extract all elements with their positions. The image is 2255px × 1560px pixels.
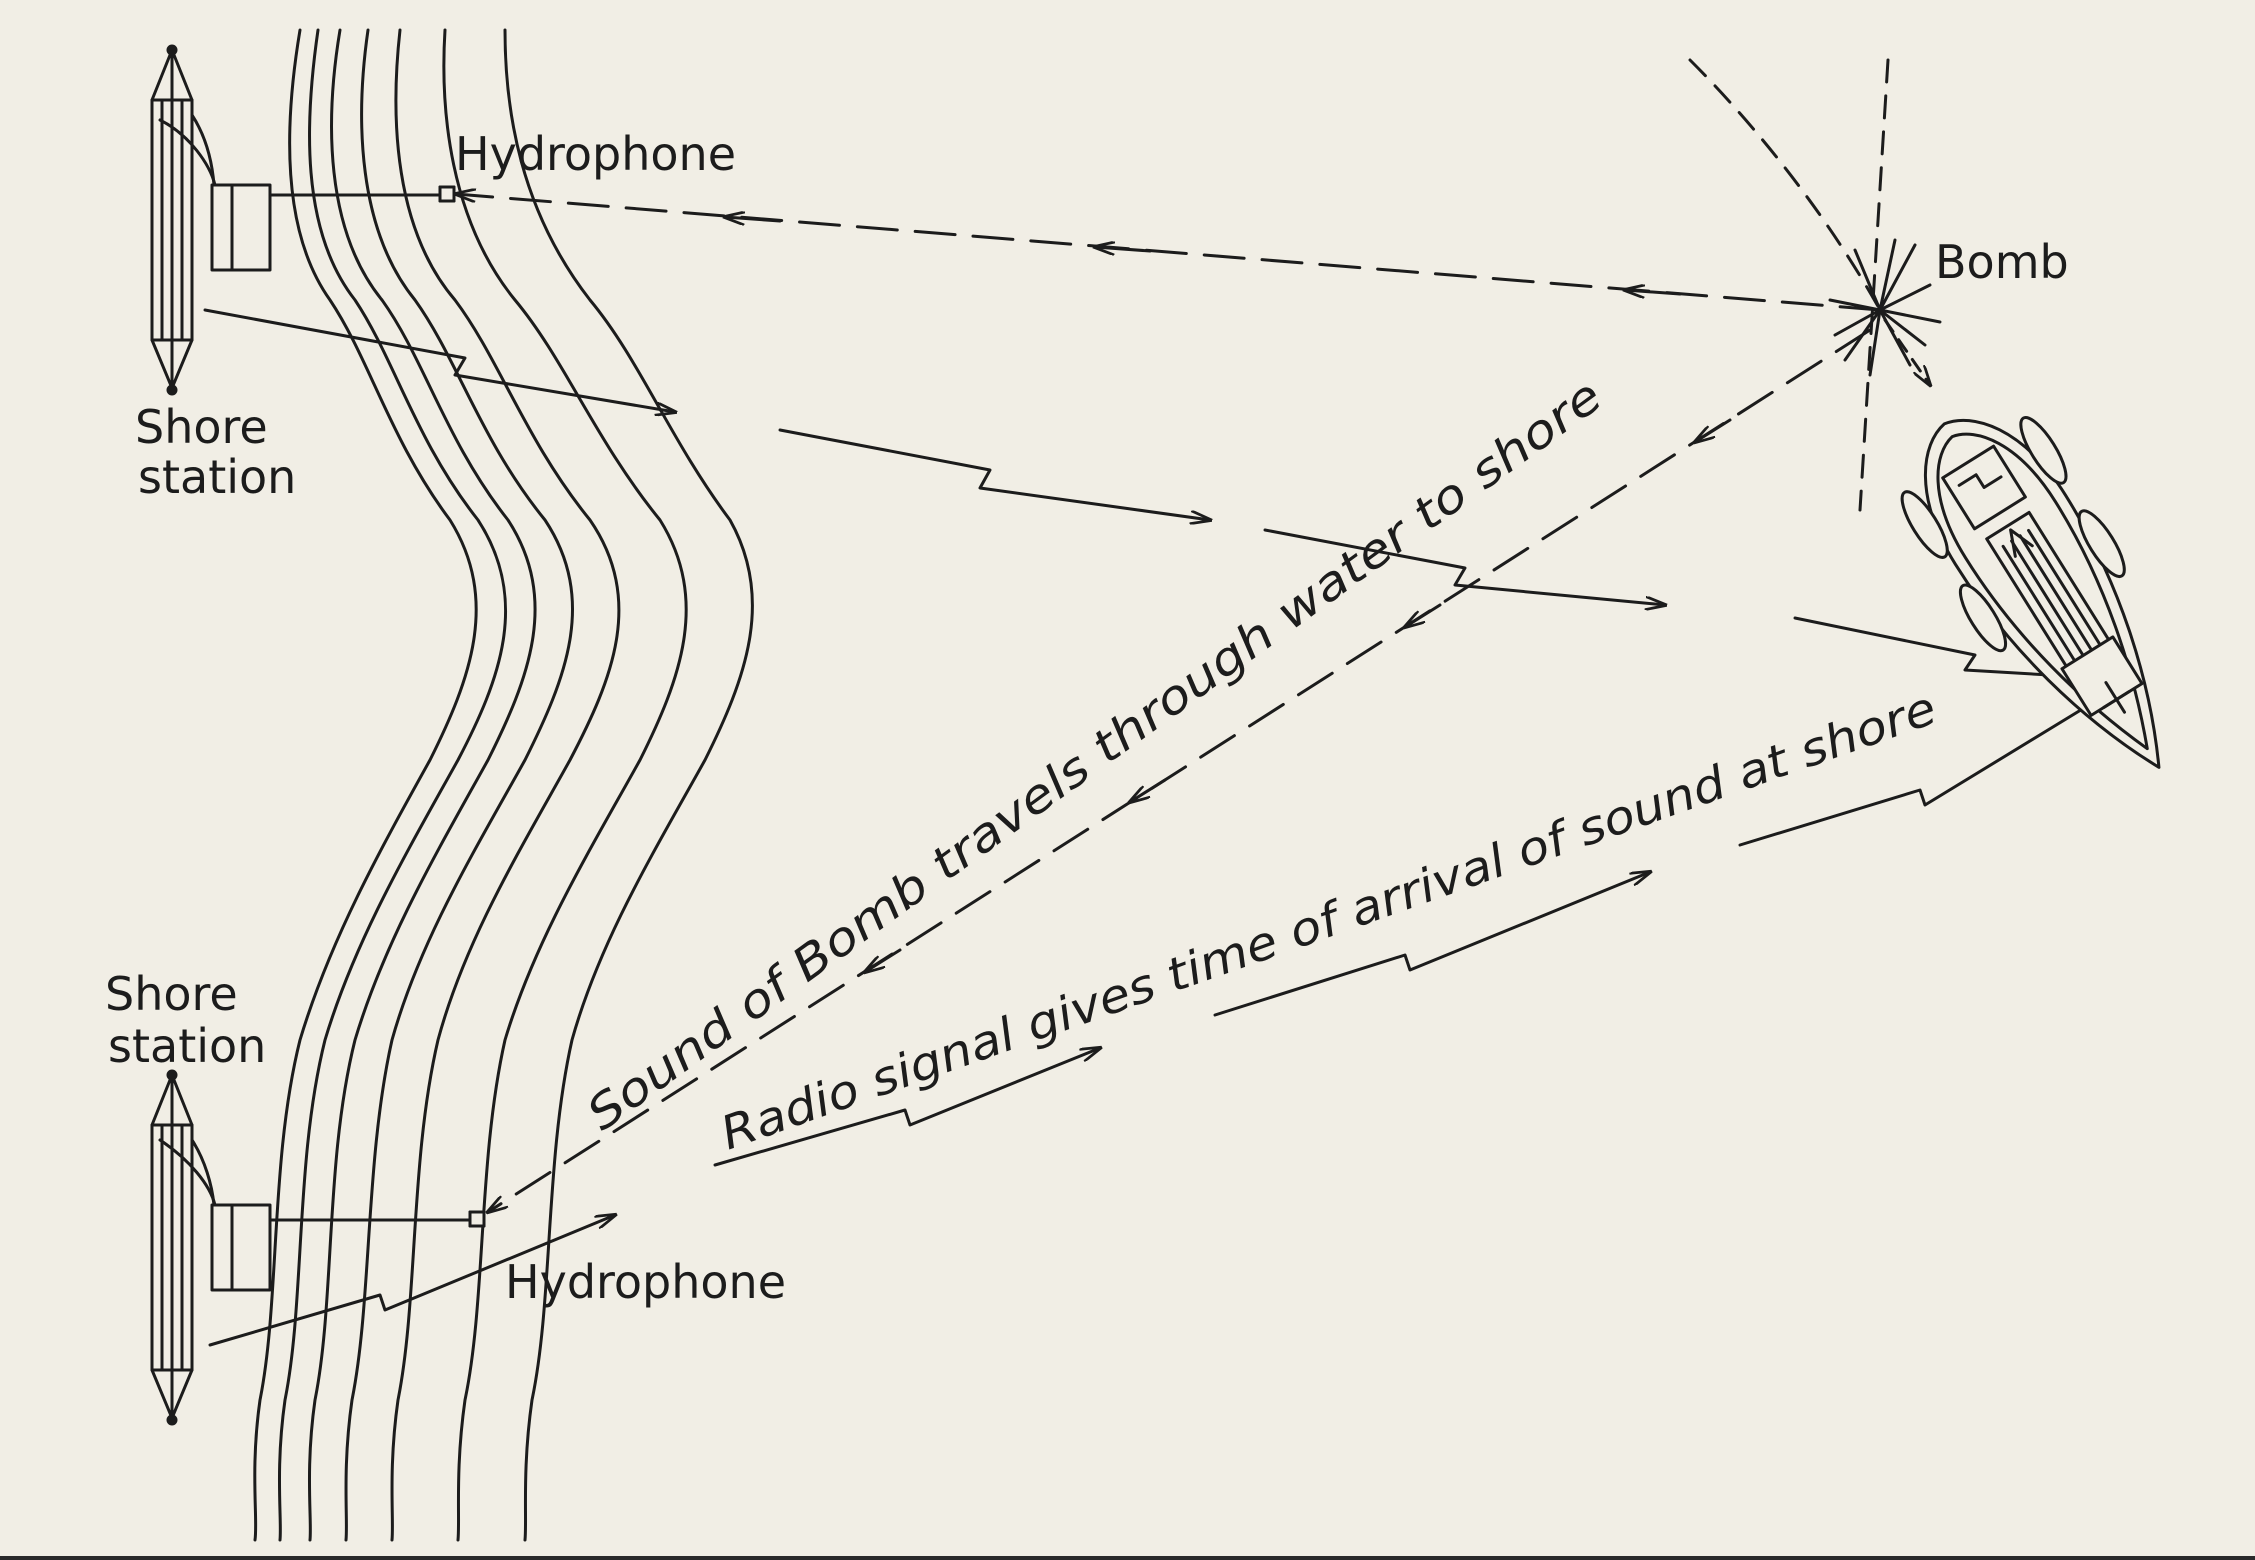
sound-path-bottom-arrows	[865, 418, 1732, 972]
shore-station-top	[150, 44, 456, 396]
sound-path-top-arrows	[725, 217, 1682, 294]
lifeboat	[1900, 490, 1949, 559]
coastline-contours	[253, 28, 754, 1542]
radio-signal-bottom	[208, 680, 2130, 1347]
bomb-label: Bomb	[1935, 235, 2069, 289]
lifeboat	[2077, 509, 2126, 579]
contour-line-4	[344, 28, 574, 1542]
lifeboat	[2019, 416, 2068, 485]
contour-line-2	[277, 28, 507, 1542]
bomb-radial-dashes	[1688, 58, 1890, 512]
bottom-border	[0, 1556, 2255, 1560]
contour-line-3	[307, 28, 537, 1542]
contour-line-5	[390, 28, 621, 1542]
hydrophone-top-marker	[438, 185, 456, 203]
shore-station-top-label-line2: station	[138, 450, 296, 504]
hydrophone-top-label: Hydrophone	[455, 127, 736, 181]
contour-line-7	[503, 28, 754, 1542]
dashed-vertical	[1858, 58, 1890, 512]
bomb-to-ship-link	[1883, 318, 1930, 385]
sound-path-bottom	[488, 328, 1872, 1212]
hydrophone-bottom-label: Hydrophone	[505, 1255, 786, 1309]
shore-station-top-label-line1: Shore	[135, 400, 268, 454]
ship	[1900, 416, 2161, 769]
contour-line-6	[442, 28, 688, 1542]
dashed-arc	[1688, 58, 1882, 312]
lifeboat	[1958, 583, 2008, 653]
hydrophone-bottom-marker	[468, 1210, 486, 1228]
shore-station-bottom-label-line1: Shore	[105, 967, 238, 1021]
shore-station-bottom	[150, 1069, 486, 1426]
shore-station-bottom-label-line2: station	[108, 1019, 266, 1073]
contour-line-1	[253, 28, 478, 1542]
